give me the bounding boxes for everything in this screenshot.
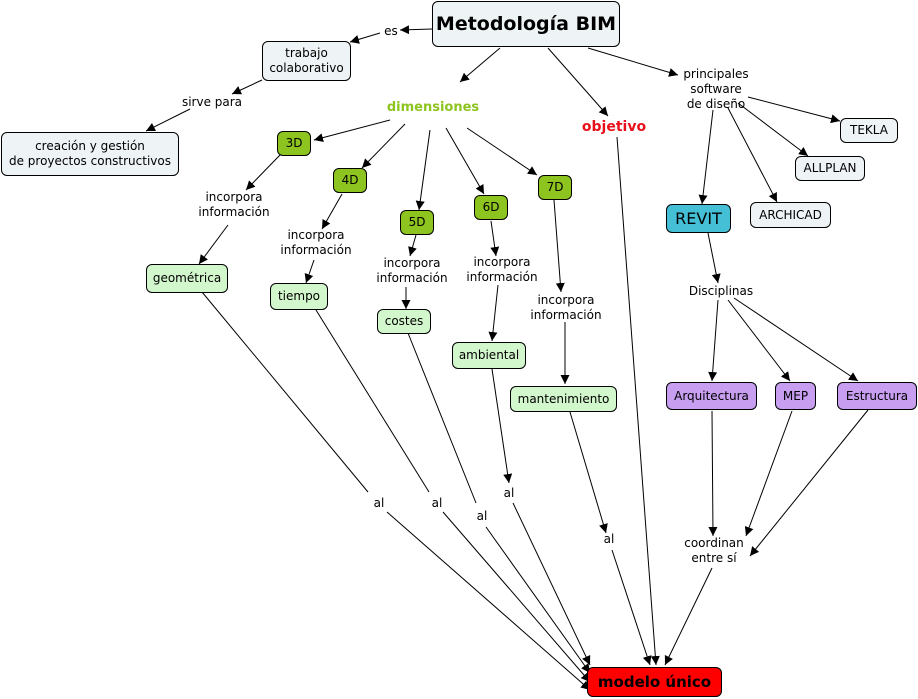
edge-objetivo-modelo — [616, 136, 660, 666]
edge-costes-al3 — [407, 332, 477, 504]
edge-tiempo-al2 — [315, 309, 430, 493]
edge-metodologia-objetivo — [547, 47, 609, 117]
node-4d[interactable]: 4D — [333, 168, 367, 193]
edge-4d-inc — [321, 193, 343, 230]
edge-trabajo-sirve — [231, 79, 263, 95]
edge-dim-4d — [361, 123, 406, 169]
edge-al5-modelo — [611, 549, 652, 666]
label-incorpora-7d: incorpora información — [530, 293, 602, 322]
node-tiempo[interactable]: tiempo — [270, 283, 328, 310]
edge-inc4-tiempo — [304, 259, 315, 284]
node-7d[interactable]: 7D — [538, 175, 572, 200]
edge-6d-inc — [490, 220, 500, 257]
edge-dim-7d — [466, 127, 538, 176]
edge-dim-5d — [415, 129, 431, 211]
node-trabajo-colaborativo[interactable]: trabajo colaborativo — [262, 41, 351, 81]
edge-principales-allplan — [737, 102, 809, 157]
edge-7d-inc — [553, 199, 565, 293]
edge-inc3-geometrica — [198, 224, 229, 265]
edge-inc6-ambiental — [488, 284, 499, 342]
node-3d[interactable]: 3D — [277, 131, 311, 156]
edge-metodologia-dimensiones — [459, 47, 501, 83]
node-archicad[interactable]: ARCHICAD — [750, 202, 831, 228]
node-modelo-unico[interactable]: modelo único — [587, 667, 722, 697]
node-creacion-gestion[interactable]: creación y gestión de proyectos construc… — [1, 132, 179, 176]
edge-ambiental-al4 — [491, 368, 513, 484]
edge-3d-inc — [245, 154, 281, 191]
edge-es-trabajo — [349, 32, 381, 44]
node-mep[interactable]: MEP — [775, 382, 816, 410]
label-al-4: al — [503, 485, 515, 500]
edge-disciplinas-estructura — [733, 297, 859, 382]
label-dimensiones: dimensiones — [386, 99, 480, 115]
edge-sirve-creacion — [145, 108, 191, 132]
node-revit[interactable]: REVIT — [666, 204, 731, 233]
edge-al3-modelo — [485, 526, 591, 674]
node-allplan[interactable]: ALLPLAN — [795, 156, 865, 181]
label-al-2: al — [431, 495, 443, 510]
node-mantenimiento[interactable]: mantenimiento — [510, 386, 617, 412]
edge-principales-archicad — [727, 107, 778, 203]
edge-metodologia-principales — [587, 47, 679, 77]
edge-coordinan-modelo — [664, 567, 713, 666]
edge-5d-inc — [408, 234, 417, 257]
edge-geometrica-al1 — [201, 291, 369, 493]
edge-estructura-coordinan — [749, 409, 869, 557]
label-principales-software: principales software de diseño — [683, 66, 749, 111]
edge-al1-modelo — [386, 511, 591, 691]
edge-revit-disciplinas — [707, 232, 721, 284]
node-arquitectura[interactable]: Arquitectura — [666, 382, 757, 410]
label-disciplinas: Disciplinas — [688, 284, 754, 298]
edge-mantenimiento-al5 — [569, 411, 608, 534]
node-costes[interactable]: costes — [377, 309, 431, 334]
label-al-1: al — [373, 495, 385, 510]
edge-al4-modelo — [512, 502, 591, 666]
edge-metodologia-es — [399, 25, 433, 35]
label-al-3: al — [476, 508, 488, 523]
label-coordinan-entre-si: coordinan entre sí — [684, 536, 744, 565]
edge-dim-3d — [313, 119, 391, 143]
node-metodologia-bim[interactable]: Metodología BIM — [432, 1, 620, 47]
node-geometrica[interactable]: geométrica — [146, 264, 228, 293]
edge-al2-modelo — [442, 511, 591, 683]
edge-principales-tekla — [747, 96, 841, 124]
label-incorpora-3d: incorpora información — [198, 190, 270, 219]
label-sirve-para: sirve para — [181, 94, 243, 109]
node-5d[interactable]: 5D — [400, 210, 434, 235]
edge-principales-revit — [698, 109, 714, 205]
node-estructura[interactable]: Estructura — [837, 382, 917, 410]
label-objetivo: objetivo — [581, 118, 647, 135]
label-es: es — [384, 23, 398, 38]
label-incorpora-5d: incorpora información — [376, 256, 448, 285]
node-tekla[interactable]: TEKLA — [840, 118, 898, 143]
node-ambiental[interactable]: ambiental — [452, 342, 526, 369]
label-al-5: al — [603, 531, 615, 546]
edge-disciplinas-mep — [727, 299, 791, 382]
label-incorpora-6d: incorpora información — [466, 255, 538, 284]
edge-disciplinas-arquitectura — [708, 299, 719, 382]
label-incorpora-4d: incorpora información — [280, 228, 352, 257]
edge-dim-6d — [445, 127, 485, 195]
edge-arquitectura-coordinan — [708, 410, 718, 537]
edge-mep-coordinan — [744, 410, 793, 537]
node-6d[interactable]: 6D — [474, 195, 508, 220]
